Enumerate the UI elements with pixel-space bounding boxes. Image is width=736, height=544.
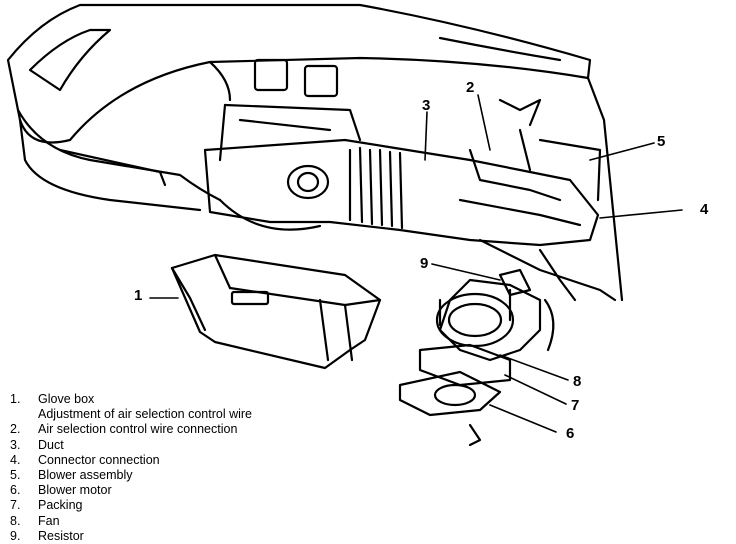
callout-4: 4 [700, 201, 709, 218]
callout-1: 1 [134, 287, 143, 304]
blower-assembly [398, 268, 555, 447]
legend-item: 3.Duct [10, 437, 64, 452]
callout-8: 8 [573, 373, 582, 390]
legend: 1.Glove box Adjustment of air selection … [10, 392, 252, 544]
legend-item: 4.Connector connection [10, 452, 160, 467]
legend-item: 8.Fan [10, 513, 60, 528]
legend-item: 6.Blower motor [10, 483, 112, 498]
callout-2: 2 [466, 79, 475, 96]
callout-5: 5 [657, 133, 666, 150]
leader-lines [149, 94, 683, 433]
legend-item: 7.Packing [10, 498, 83, 513]
glove-box [170, 253, 382, 370]
callout-9: 9 [420, 255, 429, 272]
legend-item: 5.Blower assembly [10, 468, 133, 483]
callout-7: 7 [571, 397, 580, 414]
callout-3: 3 [422, 97, 431, 114]
dashboard [6, 3, 624, 302]
legend-item: 2.Air selection control wire connection [10, 422, 238, 437]
legend-item: Adjustment of air selection control wire [38, 407, 252, 422]
legend-item: 9.Resistor [10, 528, 84, 543]
duct-assembly [203, 98, 617, 302]
legend-item: 1.Glove box [10, 392, 95, 406]
callout-6: 6 [566, 425, 575, 442]
